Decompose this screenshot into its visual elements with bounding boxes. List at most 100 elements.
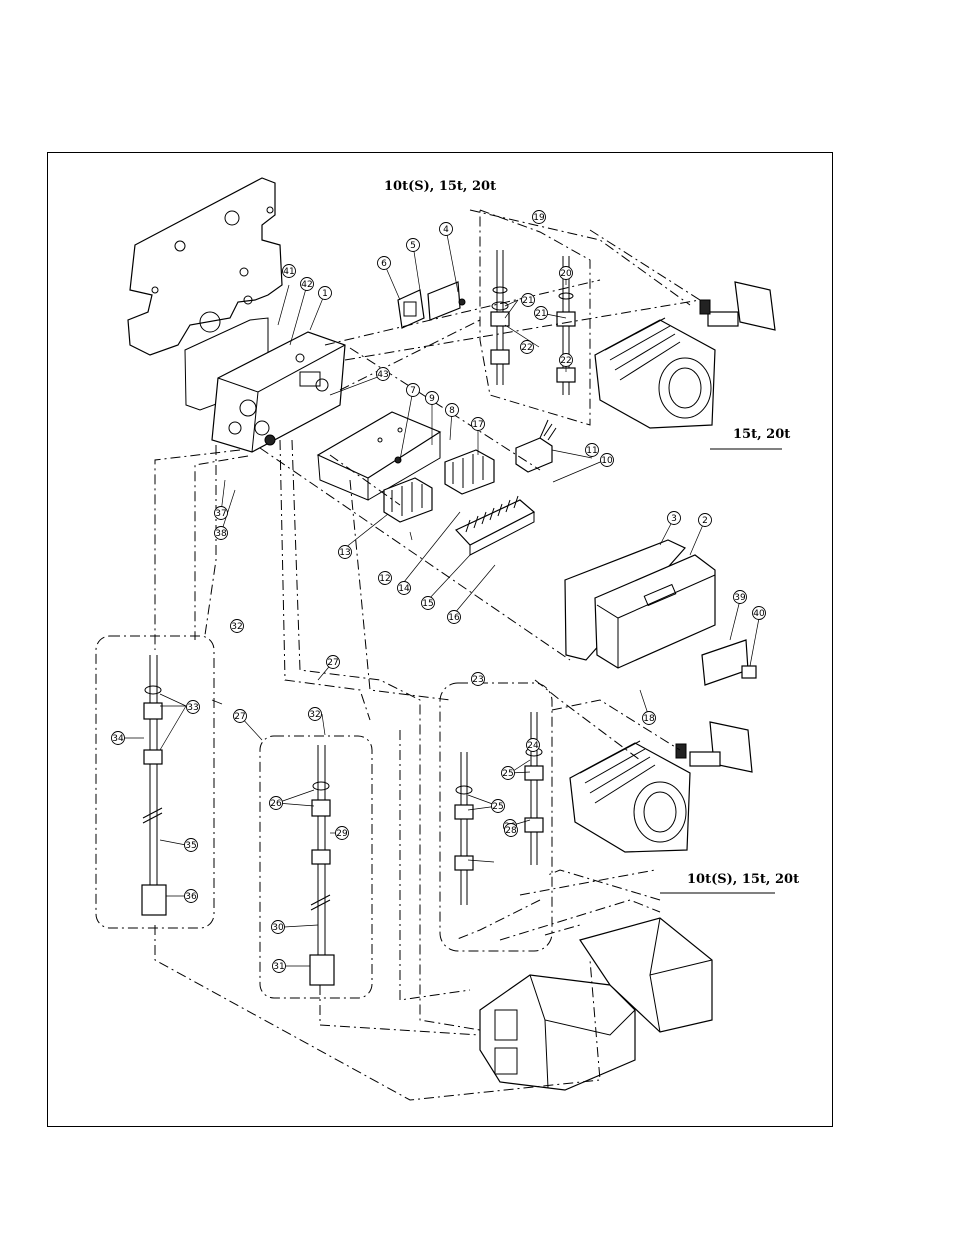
callout-circle bbox=[269, 796, 283, 810]
callout-circle bbox=[532, 210, 546, 224]
callout-text: 24 bbox=[527, 741, 539, 751]
callout-30: 30 bbox=[271, 920, 285, 934]
cover bbox=[594, 554, 716, 669]
callout-text: 22 bbox=[560, 356, 571, 366]
callout-text: 27 bbox=[327, 658, 338, 668]
callout-text: 30 bbox=[272, 923, 284, 933]
callout-text: 25 bbox=[502, 769, 513, 779]
callout-text: 29 bbox=[336, 829, 348, 839]
callout-text: 36 bbox=[185, 892, 197, 902]
callout-circle bbox=[318, 286, 332, 300]
callout-circle bbox=[111, 731, 125, 745]
callout-circle bbox=[698, 513, 712, 527]
callout-circle bbox=[425, 391, 439, 405]
callout-text: 6 bbox=[381, 259, 387, 269]
callout-text: 11 bbox=[586, 446, 597, 456]
cable-assembly-19 bbox=[490, 250, 576, 395]
callout-40: 40 bbox=[752, 606, 766, 620]
callout-circle bbox=[752, 606, 766, 620]
contactor-13 bbox=[383, 477, 433, 523]
callout-text: 2 bbox=[702, 516, 708, 526]
callout-circle bbox=[501, 766, 515, 780]
callout-1: 1 bbox=[318, 286, 332, 300]
callout-17: 17 bbox=[471, 417, 485, 431]
callout-25: 25 bbox=[501, 766, 515, 780]
callout-24: 24 bbox=[526, 738, 540, 752]
callout-21: 21 bbox=[521, 293, 535, 307]
callout-circle bbox=[520, 340, 534, 354]
motor-lower-label: 10t(S), 15t, 20t bbox=[687, 872, 799, 887]
cover-plate bbox=[427, 281, 461, 321]
callout-text: 21 bbox=[522, 296, 533, 306]
callout-circle bbox=[184, 838, 198, 852]
callout-circle bbox=[184, 889, 198, 903]
callout-numbers: 1234567891011121314151617181920212122222… bbox=[111, 210, 766, 973]
callout-34: 34 bbox=[111, 731, 125, 745]
mounting-plate bbox=[127, 177, 283, 411]
callout-text: 28 bbox=[505, 826, 517, 836]
callout-32: 32 bbox=[230, 619, 244, 633]
callout-18: 18 bbox=[642, 711, 656, 725]
callout-7: 7 bbox=[406, 383, 420, 397]
callout-circle bbox=[600, 453, 614, 467]
callout-circle bbox=[230, 619, 244, 633]
callout-text: 17 bbox=[472, 420, 483, 430]
callout-text: 40 bbox=[753, 609, 765, 619]
callout-27: 27 bbox=[326, 655, 340, 669]
callout-circle bbox=[421, 596, 435, 610]
callout-6: 6 bbox=[377, 256, 391, 270]
callout-text: 38 bbox=[215, 529, 227, 539]
callout-text: 22 bbox=[521, 343, 532, 353]
callout-text: 5 bbox=[410, 241, 416, 251]
lower-motor bbox=[569, 721, 753, 853]
cable-group-23-box bbox=[439, 682, 553, 952]
callout-circle bbox=[667, 511, 681, 525]
callout-text: 33 bbox=[187, 703, 198, 713]
callout-text: 32 bbox=[231, 622, 242, 632]
callout-text: 19 bbox=[533, 213, 545, 223]
callout-16: 16 bbox=[447, 610, 461, 624]
callout-text: 8 bbox=[449, 406, 455, 416]
callout-33: 33 bbox=[186, 700, 200, 714]
callout-10: 10 bbox=[600, 453, 614, 467]
callout-circle bbox=[282, 264, 296, 278]
callout-21: 21 bbox=[534, 306, 548, 320]
callout-text: 1 bbox=[322, 289, 328, 299]
callout-circle bbox=[308, 707, 322, 721]
callout-5: 5 bbox=[406, 238, 420, 252]
callout-23: 23 bbox=[471, 672, 485, 686]
callout-circle bbox=[439, 222, 453, 236]
callout-25: 25 bbox=[491, 799, 505, 813]
cable-assembly-32 bbox=[141, 655, 167, 916]
callout-circle bbox=[335, 826, 349, 840]
callout-text: 16 bbox=[448, 613, 460, 623]
control-box-housing bbox=[211, 331, 346, 453]
callout-42: 42 bbox=[300, 277, 314, 291]
callout-circle bbox=[377, 256, 391, 270]
callout-8: 8 bbox=[445, 403, 459, 417]
contactor-17 bbox=[444, 449, 495, 495]
callout-circle bbox=[406, 383, 420, 397]
callout-text: 43 bbox=[377, 370, 388, 380]
callout-text: 42 bbox=[301, 280, 312, 290]
callout-text: 26 bbox=[270, 799, 282, 809]
connector-11 bbox=[515, 419, 557, 473]
callout-circle bbox=[214, 526, 228, 540]
callout-39: 39 bbox=[733, 590, 747, 604]
callout-41: 41 bbox=[282, 264, 296, 278]
callout-circle bbox=[271, 920, 285, 934]
callout-text: 37 bbox=[215, 509, 226, 519]
gasket-opening bbox=[403, 301, 417, 317]
callout-circle bbox=[534, 306, 548, 320]
callout-circle bbox=[585, 443, 599, 457]
callout-14: 14 bbox=[397, 581, 411, 595]
callout-12: 12 bbox=[378, 571, 392, 585]
callout-circle bbox=[559, 266, 573, 280]
callout-29: 29 bbox=[335, 826, 349, 840]
callout-20: 20 bbox=[559, 266, 573, 280]
callout-text: 21 bbox=[535, 309, 546, 319]
upper-motor bbox=[594, 281, 776, 429]
callout-32: 32 bbox=[308, 707, 322, 721]
label-plate-40 bbox=[741, 665, 757, 679]
cable-group-32-box bbox=[95, 635, 215, 929]
